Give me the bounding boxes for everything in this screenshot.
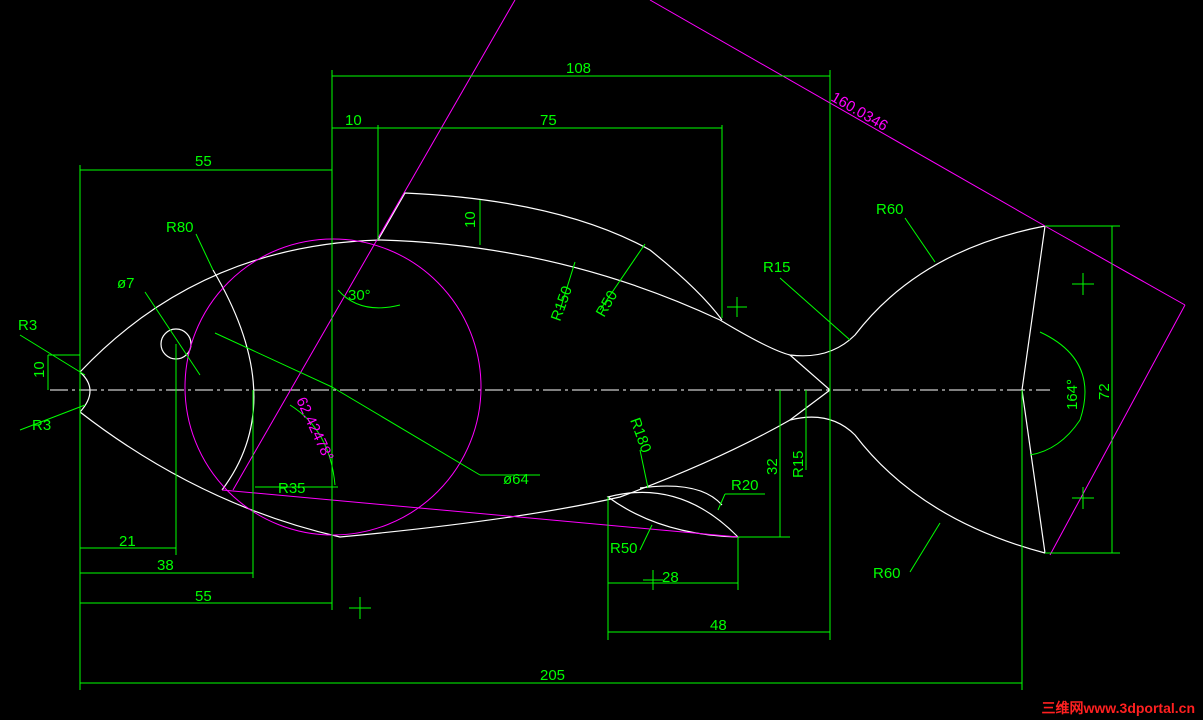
dim-10-left: 10 — [31, 361, 48, 378]
top-fin — [377, 192, 723, 321]
construction-geometry — [184, 0, 1186, 556]
dim-r35: R35 — [278, 480, 306, 497]
dim-r180: R180 — [626, 416, 654, 456]
dim-48: 48 — [710, 617, 727, 634]
dim-32: 32 — [764, 458, 781, 475]
dimension-lines — [19, 70, 1120, 690]
dim-30deg: 30° — [348, 287, 371, 304]
dim-72: 72 — [1096, 383, 1113, 400]
belly-fin — [606, 491, 740, 538]
construction-line-belly — [221, 489, 739, 538]
dim-205: 205 — [540, 667, 565, 684]
dim-r20: R20 — [731, 477, 759, 494]
dim-r3-bot: R3 — [32, 417, 51, 434]
dim-r80: R80 — [166, 219, 194, 236]
aligned-dim-ext — [1044, 225, 1186, 306]
watermark: 三维网www.3dportal.cn — [1042, 698, 1196, 718]
watermark-site-name: 三维网 — [1041, 700, 1084, 716]
dimension-texts: 108 10 75 55 160.0346 R80 ø7 R3 10 R3 10… — [18, 60, 1113, 684]
tail-crossing-a — [789, 354, 831, 391]
dim-38: 38 — [157, 557, 174, 574]
dim-10-fin: 10 — [462, 211, 479, 228]
fish-belly-arc — [79, 411, 1046, 554]
fish-outline — [50, 192, 1050, 554]
dim-r60-bot: R60 — [873, 565, 901, 582]
dim-10-top: 10 — [345, 112, 362, 129]
tail-crossing-b — [789, 389, 831, 421]
dim-r150: R150 — [548, 284, 576, 324]
construction-line-30deg — [232, 0, 516, 491]
dim-75: 75 — [540, 112, 557, 129]
dim-160: 160.0346 — [828, 89, 891, 135]
dim-62-angle: 62.42478° — [292, 395, 336, 464]
watermark-url: www.3dportal.cn — [1083, 700, 1196, 716]
dim-164deg: 164° — [1064, 379, 1081, 410]
dim-phi64: ø64 — [503, 471, 529, 488]
mouth — [79, 371, 91, 413]
dim-r60-top: R60 — [876, 201, 904, 218]
dim-phi7: ø7 — [117, 275, 135, 292]
gill-arc — [212, 269, 255, 491]
dim-r15-top: R15 — [763, 259, 791, 276]
dim-28: 28 — [662, 569, 679, 586]
fish-back-arc — [79, 225, 1046, 373]
aligned-dim-line — [1049, 304, 1186, 556]
dim-r50-top: R50 — [593, 288, 621, 320]
dim-55-bot: 55 — [195, 588, 212, 605]
aligned-dim-160 — [649, 0, 1046, 227]
belly-fin-inner — [639, 485, 723, 506]
head-circle-phi64 — [184, 238, 482, 536]
dim-r15-bot: R15 — [790, 450, 807, 478]
dim-21: 21 — [119, 533, 136, 550]
center-marks — [349, 273, 1094, 619]
dim-108: 108 — [566, 60, 591, 77]
dim-r3-top: R3 — [18, 317, 37, 334]
dim-55-top: 55 — [195, 153, 212, 170]
dim-r50-bot: R50 — [610, 540, 638, 557]
